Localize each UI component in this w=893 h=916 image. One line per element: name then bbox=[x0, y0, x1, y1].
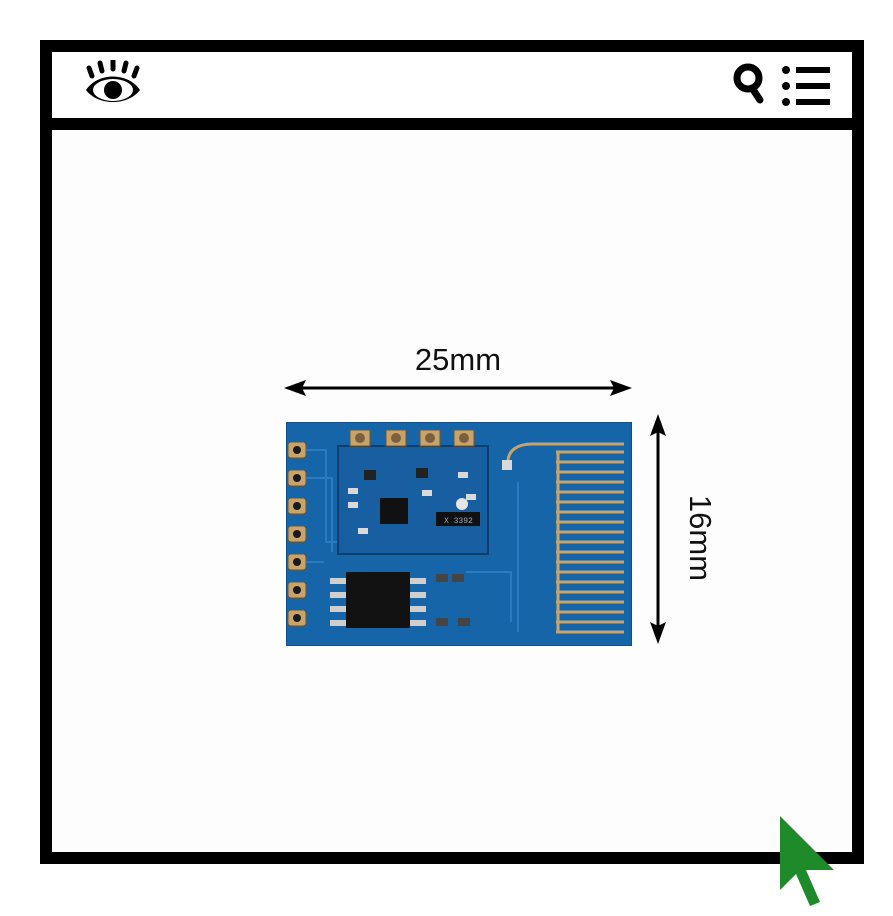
title-bar bbox=[52, 52, 852, 130]
height-dimension-arrow bbox=[650, 414, 666, 644]
pcb-module-image: X 3392 bbox=[286, 422, 632, 646]
pointer-cursor-icon bbox=[780, 816, 834, 906]
eye-icon[interactable] bbox=[82, 60, 144, 110]
pcb-chip-text: X 3392 bbox=[444, 517, 473, 526]
browser-window: 25mm 16mm bbox=[40, 40, 864, 864]
width-dimension-arrow bbox=[284, 380, 632, 396]
menu-list-icon[interactable] bbox=[780, 62, 834, 112]
width-dimension-label: 25mm bbox=[414, 342, 502, 377]
height-dimension-label: 16mm bbox=[683, 494, 718, 582]
search-icon[interactable] bbox=[732, 62, 768, 106]
content-area: 25mm 16mm bbox=[52, 130, 852, 852]
